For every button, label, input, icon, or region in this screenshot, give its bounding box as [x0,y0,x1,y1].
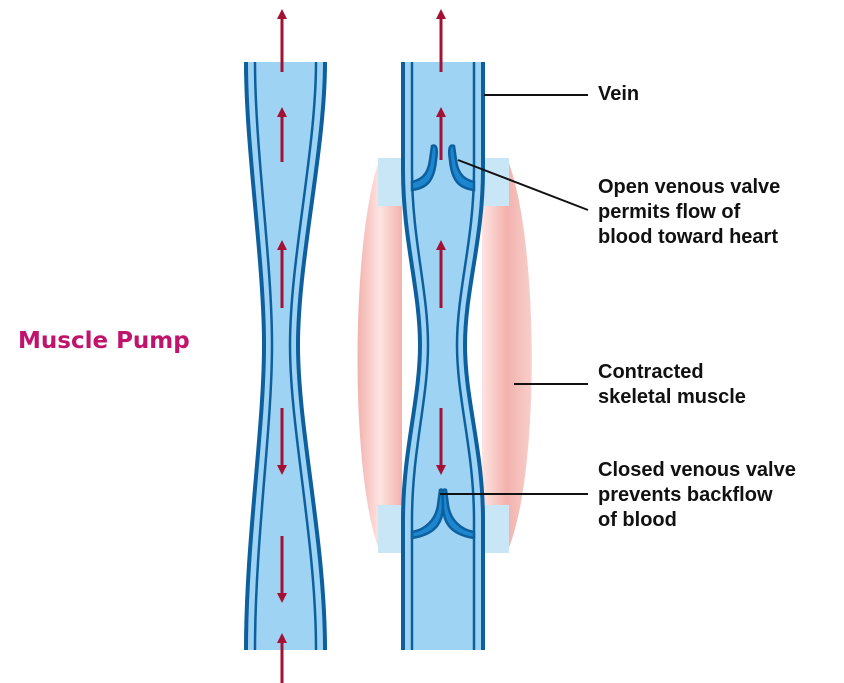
right-vein-blood [403,62,483,650]
label-closed-valve-line-1: Closed venous valve [598,459,796,481]
leader-lines [440,94,589,495]
label-muscle-line-1: Contracted [598,361,704,383]
diagram-title: Muscle Pump [18,328,190,354]
flow-arrows [277,9,446,683]
label-open-valve-line-2: permits flow of [598,201,741,223]
muscle-left-lobe [357,158,402,552]
right-vein [401,62,485,650]
muscle-right-lobe [482,158,532,552]
label-open-valve: Open venous valve permits flow of blood … [598,175,780,250]
label-vein-line: Vein [598,83,640,105]
label-closed-valve-line-3: of blood [598,509,677,531]
closed-venous-valve [410,488,476,540]
leader-open-valve [457,159,589,211]
label-muscle: Contracted skeletal muscle [598,360,746,410]
right-vein-wall-left [401,62,423,650]
left-vein-wall-right [295,61,327,651]
right-vein-wall-right [462,62,485,650]
label-muscle-line-2: skeletal muscle [598,386,746,408]
label-open-valve-line-1: Open venous valve [598,176,781,198]
label-open-valve-line-3: blood toward heart [598,226,778,248]
label-closed-valve: Closed venous valve prevents backflow of… [598,458,796,533]
label-closed-valve-line-2: prevents backflow [598,484,773,506]
open-venous-valve [410,144,476,192]
left-vein-wall-left [244,61,267,651]
label-vein: Vein [598,82,639,107]
left-vein [244,61,327,651]
